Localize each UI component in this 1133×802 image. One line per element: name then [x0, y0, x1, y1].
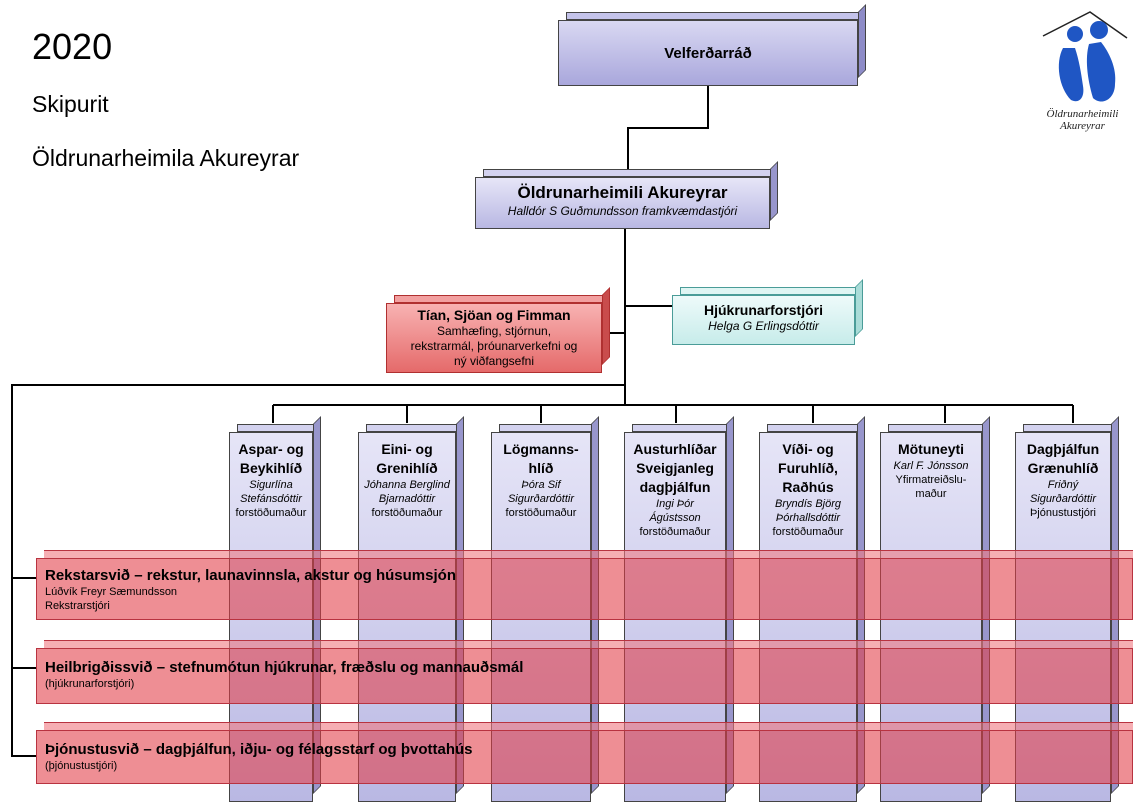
department-title: Víði- og	[782, 441, 834, 457]
department-head-name: Friðný	[1047, 479, 1079, 491]
hjukrunarforstjori-title: Hjúkrunarforstjóri	[703, 302, 823, 318]
department-title: Beykihlíð	[239, 460, 303, 476]
band-title: Heilbrigðissvið – stefnumótun hjúkrunar,…	[45, 659, 524, 676]
main-box-title: Öldrunarheimili Akureyrar	[517, 183, 728, 202]
hjukrunarforstjori-box: Hjúkrunarforstjóri Helga G Erlingsdóttir	[672, 279, 863, 345]
department-head-role: Þjónustustjóri	[1029, 507, 1097, 519]
department-title: Grænuhlíð	[1027, 460, 1099, 476]
organization-title: Öldrunarheimila Akureyrar	[32, 145, 300, 171]
department-head-role: forstöðumaður	[371, 507, 443, 519]
velferdarrad-box: Velferðarráð	[558, 4, 866, 86]
thjonustusvid-band: Þjónustusvið – dagþjálfun, iðju- og féla…	[36, 730, 1133, 784]
band-top-edge	[44, 640, 1133, 649]
band-subtitle: Lúðvík Freyr Sæmundsson	[45, 586, 178, 598]
tian-box-line1: Samhæfing, stjórnun,	[436, 324, 552, 338]
heilbrigdissvid-band: Heilbrigðissvið – stefnumótun hjúkrunar,…	[36, 648, 1133, 704]
department-head-role: maður	[915, 488, 947, 500]
department-title: Austurhlíðar	[633, 441, 717, 457]
rekstrarsvid-band: Rekstarsvið – rekstur, launavinnsla, aks…	[36, 558, 1133, 620]
band-title: Þjónustusvið – dagþjálfun, iðju- og féla…	[45, 741, 473, 758]
department-head-name: Bjarnadóttir	[378, 493, 436, 505]
department-head-role: Yfirmatreiðslu-	[895, 474, 967, 486]
hjukrunarforstjori-person: Helga G Erlingsdóttir	[708, 319, 819, 333]
department-title: Aspar- og	[238, 441, 304, 457]
band-top-edge	[44, 550, 1133, 559]
chart-year: 2020	[32, 26, 113, 67]
department-title: dagþjálfun	[639, 479, 711, 495]
band-subtitle: (hjúkrunarforstjóri)	[45, 678, 135, 690]
chart-subtitle: Skipurit	[32, 91, 109, 117]
tian-box-title: Tían, Sjöan og Fimman	[417, 307, 571, 323]
band-subtitle: Rekstrarstjóri	[45, 600, 110, 612]
band-subtitle: (þjónustustjóri)	[45, 760, 118, 772]
tian-box-line2: rekstrarmál, þróunarverkefni og	[410, 339, 578, 353]
department-head-role: forstöðumaður	[772, 526, 844, 538]
tian-sjoan-fimman-box: Tían, Sjöan og Fimman Samhæfing, stjórnu…	[386, 287, 610, 373]
department-head-name: Sigurðardóttir	[1029, 493, 1097, 505]
department-title: Dagþjálfun	[1026, 441, 1100, 457]
department-title: Sveigjanleg	[636, 460, 714, 476]
main-organization-box: Öldrunarheimili Akureyrar Halldór S Guðm…	[475, 161, 778, 229]
department-head-name: Stefánsdóttir	[240, 493, 302, 505]
department-head-name: Þóra Sif	[521, 479, 561, 491]
two-figures-house-icon	[1042, 11, 1128, 102]
department-head-name: Sigurðardóttir	[507, 493, 575, 505]
department-head-role: forstöðumaður	[505, 507, 577, 519]
department-title: Grenihlíð	[376, 460, 438, 476]
department-title: Lögmanns-	[503, 441, 579, 457]
department-head-role: forstöðumaður	[235, 507, 307, 519]
department-head-role: forstöðumaður	[639, 526, 711, 538]
logo-text-line2: Akureyrar	[1060, 120, 1105, 132]
department-title: Eini- og	[381, 441, 433, 457]
tian-box-line3: ný viðfangsefni	[453, 354, 535, 368]
department-head-name: Ágústsson	[649, 512, 701, 524]
department-title: hlíð	[528, 460, 554, 476]
band-top-edge	[44, 722, 1133, 731]
department-head-name: Ingi Þór	[656, 498, 694, 510]
department-head-name: Jóhanna Berglind	[364, 479, 450, 491]
department-title: Furuhlíð,	[778, 460, 838, 476]
band-title: Rekstarsvið – rekstur, launavinnsla, aks…	[45, 567, 456, 584]
department-title: Raðhús	[782, 479, 834, 495]
organization-logo: Öldrunarheimili Akureyrar	[1035, 8, 1130, 143]
department-title: Mötuneyti	[897, 441, 965, 457]
department-head-name: Þórhallsdóttir	[775, 512, 841, 524]
velferdarrad-title: Velferðarráð	[664, 44, 752, 62]
main-box-person: Halldór S Guðmundsson framkvæmdastjóri	[507, 204, 738, 218]
department-head-name: Bryndís Björg	[774, 498, 842, 510]
department-head-name: Karl F. Jónsson	[893, 460, 969, 472]
logo-text-line1: Öldrunarheimili	[1046, 108, 1119, 120]
department-head-name: Sigurlína	[249, 479, 293, 491]
